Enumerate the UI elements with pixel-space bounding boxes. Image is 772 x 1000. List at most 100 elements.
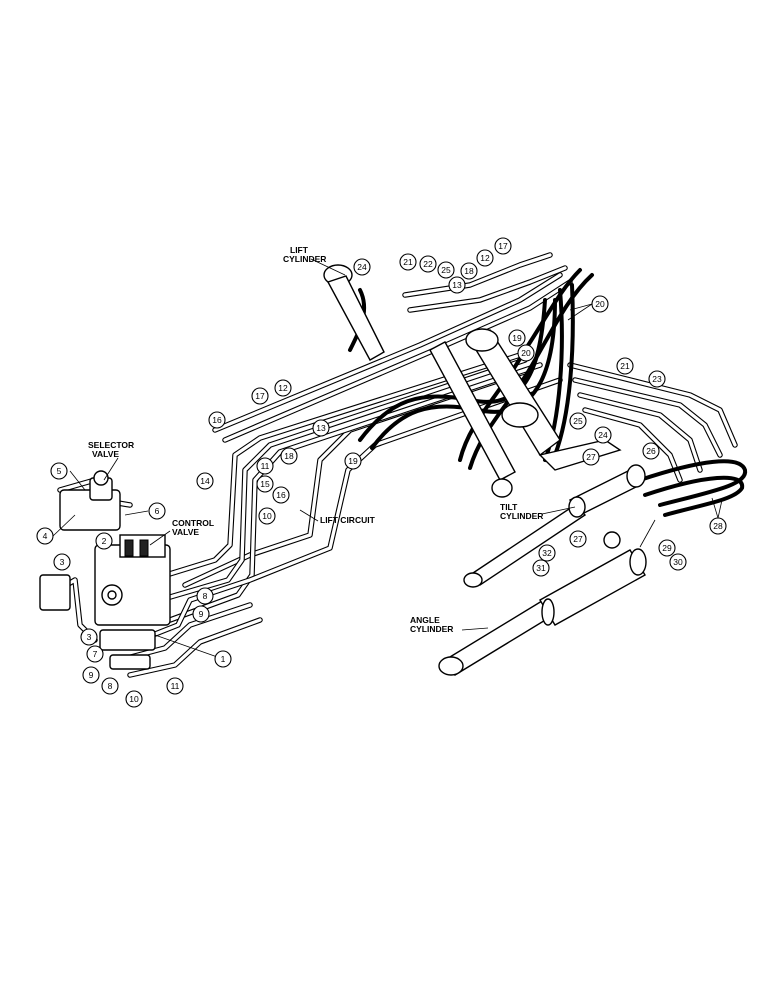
- callout: 18: [460, 262, 478, 280]
- svg-text:25: 25: [441, 265, 451, 275]
- svg-text:4: 4: [43, 531, 48, 541]
- svg-text:23: 23: [652, 374, 662, 384]
- callout: 20: [517, 344, 535, 362]
- svg-text:29: 29: [662, 543, 672, 553]
- lift-cylinder-icon: [323, 264, 622, 498]
- callout: 19: [508, 329, 526, 347]
- svg-text:19: 19: [348, 456, 358, 466]
- svg-text:21: 21: [620, 361, 630, 371]
- callout: 28: [709, 517, 727, 535]
- tube-line-inner: [403, 253, 552, 297]
- svg-text:16: 16: [212, 415, 222, 425]
- callout: 18: [280, 447, 298, 465]
- callout: 1: [214, 650, 232, 668]
- svg-text:8: 8: [203, 591, 208, 601]
- callout: 20: [591, 295, 609, 313]
- svg-text:21: 21: [403, 257, 413, 267]
- callout: 7: [86, 645, 104, 663]
- callout: 24: [594, 426, 612, 444]
- callout: 29: [658, 539, 676, 557]
- svg-text:9: 9: [89, 670, 94, 680]
- callout: 25: [437, 261, 455, 279]
- svg-text:1: 1: [221, 654, 226, 664]
- svg-text:7: 7: [93, 649, 98, 659]
- svg-text:3: 3: [87, 632, 92, 642]
- tube-line-inner: [578, 393, 702, 472]
- tube-line-inner: [168, 363, 542, 622]
- callout: 19: [344, 452, 362, 470]
- callout: 27: [582, 448, 600, 466]
- svg-text:20: 20: [595, 299, 605, 309]
- svg-text:27: 27: [586, 452, 596, 462]
- svg-text:14: 14: [200, 476, 210, 486]
- callout: 12: [476, 249, 494, 267]
- callout: 6: [148, 502, 166, 520]
- tilt-cylinder-label: TILT CYLINDER: [500, 502, 543, 521]
- svg-text:9: 9: [199, 609, 204, 619]
- svg-text:28: 28: [713, 521, 723, 531]
- svg-text:8: 8: [108, 681, 113, 691]
- lift-circuit-label: LIFT CIRCUIT: [320, 515, 376, 525]
- svg-text:18: 18: [464, 266, 474, 276]
- svg-text:5: 5: [57, 466, 62, 476]
- callout: 9: [82, 666, 100, 684]
- callout: 2: [95, 532, 113, 550]
- svg-text:11: 11: [171, 681, 180, 691]
- svg-text:24: 24: [598, 430, 608, 440]
- callout: 4: [36, 527, 54, 545]
- tube-line-inner: [128, 618, 262, 677]
- callout: 9: [192, 605, 210, 623]
- tube-line-inner: [118, 603, 252, 662]
- svg-text:16: 16: [276, 490, 286, 500]
- svg-text:19: 19: [512, 333, 522, 343]
- valve-block-icon: [39, 470, 171, 670]
- callout: 24: [353, 258, 371, 276]
- svg-text:25: 25: [573, 416, 583, 426]
- tilt-cylinder-icon: [463, 464, 646, 588]
- tube-line-inner: [568, 363, 737, 447]
- svg-text:17: 17: [255, 391, 265, 401]
- svg-text:3: 3: [60, 557, 65, 567]
- callouts: 1 2 3 3 4 5 6 7 8 8 9 9 10 10 11 11 12 1…: [36, 237, 727, 708]
- tube-line-inner: [213, 273, 562, 432]
- callout: 8: [101, 677, 119, 695]
- callout: 21: [616, 357, 634, 375]
- callout: 21: [399, 253, 417, 271]
- callout: 15: [256, 475, 274, 493]
- svg-text:17: 17: [498, 241, 508, 251]
- tube-line-inner: [158, 358, 527, 602]
- callout: 10: [125, 690, 143, 708]
- svg-text:2: 2: [102, 536, 107, 546]
- svg-text:26: 26: [646, 446, 656, 456]
- svg-text:10: 10: [129, 694, 139, 704]
- callout: 16: [208, 411, 226, 429]
- callout: 11: [256, 457, 274, 475]
- svg-text:6: 6: [155, 506, 160, 516]
- svg-text:30: 30: [673, 557, 683, 567]
- component-labels: LIFT CYLINDER SELECTOR VALVE CONTROL VAL…: [88, 245, 543, 634]
- selector-valve-label: SELECTOR VALVE: [88, 440, 137, 459]
- callout: 5: [50, 462, 68, 480]
- callout: 11: [166, 677, 184, 695]
- angle-cylinder-icon: [438, 548, 647, 676]
- callout: 17: [251, 387, 269, 405]
- angle-cylinder-label: ANGLE CYLINDER: [410, 615, 453, 634]
- callout: 16: [272, 486, 290, 504]
- svg-text:24: 24: [357, 262, 367, 272]
- svg-text:13: 13: [452, 280, 462, 290]
- callout: 30: [669, 553, 687, 571]
- tube-line-inner: [148, 353, 522, 582]
- svg-text:10: 10: [262, 511, 272, 521]
- callout: 31: [532, 559, 550, 577]
- svg-text:22: 22: [423, 259, 433, 269]
- callout: 32: [538, 544, 556, 562]
- callout: 8: [196, 587, 214, 605]
- svg-text:31: 31: [536, 563, 546, 573]
- callout: 3: [80, 628, 98, 646]
- tube-line-inner: [408, 266, 567, 312]
- leader-lines: [52, 258, 723, 660]
- callout: 3: [53, 553, 71, 571]
- callout: 27: [569, 530, 587, 548]
- callout: 17: [494, 237, 512, 255]
